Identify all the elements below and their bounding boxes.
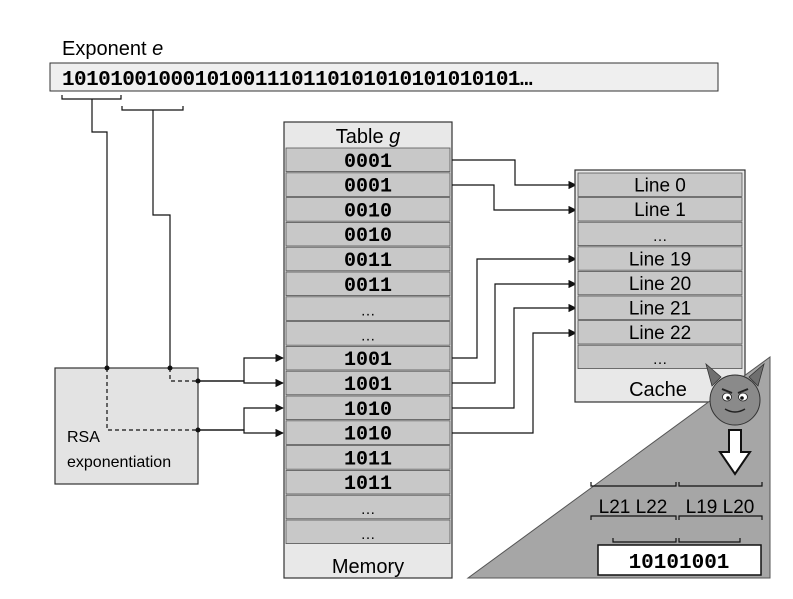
exponent-label-text: Exponent bbox=[62, 38, 152, 60]
table-entry: 0010 bbox=[344, 200, 392, 223]
table-cell bbox=[285, 494, 451, 520]
down-arrow-icon bbox=[718, 429, 752, 476]
table-cell bbox=[285, 197, 451, 222]
recovered-bits: 10101001 bbox=[629, 552, 730, 575]
observed-bracket-bottom-2 bbox=[678, 515, 763, 520]
cache-cell bbox=[577, 295, 743, 320]
cache-label: Cache bbox=[629, 379, 687, 401]
cache-line-label: … bbox=[653, 228, 668, 245]
table-title-var: g bbox=[389, 126, 400, 148]
table-entry: … bbox=[361, 303, 376, 320]
table-cell bbox=[285, 370, 451, 396]
cache-line-label: Line 0 bbox=[634, 176, 686, 197]
table-entry: 1011 bbox=[344, 473, 392, 496]
table-cell bbox=[285, 147, 451, 173]
map-arrow-line22 bbox=[452, 328, 577, 434]
rsa-label-line1: RSA bbox=[67, 429, 100, 446]
recovered-bracket-1 bbox=[612, 538, 677, 543]
observed-lines-1: L21 L22 bbox=[599, 497, 668, 518]
observed-bracket-top-1 bbox=[590, 482, 677, 487]
access-arrow-1001a bbox=[198, 353, 284, 382]
memory-label: Memory bbox=[332, 556, 404, 578]
table-cell bbox=[285, 420, 451, 445]
cache-cell bbox=[577, 197, 743, 222]
table-cell bbox=[285, 172, 451, 197]
map-arrow-line1 bbox=[452, 184, 577, 215]
attacker-triangle bbox=[466, 356, 771, 579]
wire-window-2 bbox=[152, 110, 171, 368]
cache-cell bbox=[577, 246, 743, 271]
map-arrow-line21 bbox=[452, 303, 577, 409]
access-arrow-1010a bbox=[198, 403, 284, 431]
cache-cell bbox=[577, 221, 743, 246]
table-cell bbox=[285, 321, 451, 346]
table-cell bbox=[285, 445, 451, 470]
map-arrow-line20 bbox=[452, 279, 577, 384]
table-cell bbox=[285, 519, 451, 545]
table-entry: … bbox=[361, 327, 376, 344]
recovered-bracket-2 bbox=[678, 538, 741, 543]
table-entry: 0011 bbox=[344, 275, 392, 298]
table-entry: 1010 bbox=[344, 424, 392, 447]
observed-bracket-bottom-1 bbox=[590, 515, 677, 520]
cache-cell bbox=[577, 270, 743, 296]
access-arrow-1010b bbox=[198, 428, 284, 438]
table-cell bbox=[285, 271, 451, 297]
table-title-text: Table bbox=[336, 126, 389, 148]
cache-cell bbox=[577, 320, 743, 345]
rsa-internal-path-1 bbox=[106, 368, 198, 431]
table-entry: … bbox=[361, 501, 376, 518]
cache-line-label: … bbox=[653, 351, 668, 368]
exponent-bits: 10101001000101001110110101010101010101… bbox=[62, 69, 533, 92]
table-entry: 1001 bbox=[344, 374, 392, 397]
table-cell bbox=[285, 395, 451, 421]
cache-line-label: Line 21 bbox=[629, 299, 691, 320]
exponent-label: Exponent e bbox=[62, 38, 163, 60]
table-entry: 0001 bbox=[344, 176, 392, 199]
table-title: Table g bbox=[336, 126, 401, 148]
map-arrow-line19 bbox=[452, 254, 577, 359]
cache-line-label: Line 20 bbox=[629, 274, 691, 295]
table-entry: … bbox=[361, 526, 376, 543]
exponent-box bbox=[49, 62, 719, 92]
window-bracket-2 bbox=[121, 106, 184, 111]
window-bracket-1 bbox=[61, 95, 122, 100]
table-entry: 0011 bbox=[344, 250, 392, 273]
devil-attacker-icon bbox=[705, 362, 765, 426]
table-entry: 1010 bbox=[344, 399, 392, 422]
cache-line-label: Line 19 bbox=[629, 249, 691, 270]
rsa-internal-path-2 bbox=[169, 368, 198, 382]
rsa-label-line2: exponentiation bbox=[67, 454, 171, 471]
cache-rows: Line 0 Line 1 … Line 19 Line 20 Line 21 Line 2… bbox=[577, 172, 743, 370]
cache-line-label: Line 1 bbox=[634, 200, 686, 221]
junction-dot bbox=[167, 365, 173, 371]
exponent-label-var: e bbox=[152, 38, 163, 60]
table-entry: 0001 bbox=[344, 151, 392, 174]
table-cell bbox=[285, 469, 451, 495]
table-cell bbox=[285, 246, 451, 272]
table-entry: 1001 bbox=[344, 349, 392, 372]
table-entry: 1011 bbox=[344, 448, 392, 471]
table-rows: 000100010010001000110011……10011001101010… bbox=[285, 147, 451, 545]
recovered-bits-box bbox=[597, 544, 762, 576]
rsa-box bbox=[54, 367, 199, 485]
table-entry: 0010 bbox=[344, 225, 392, 248]
cache-cell bbox=[577, 172, 743, 197]
junction-dot bbox=[104, 365, 110, 371]
observed-lines-2: L19 L20 bbox=[686, 497, 755, 518]
table-cell bbox=[285, 296, 451, 321]
access-arrow-1001b bbox=[198, 378, 284, 388]
table-cell bbox=[285, 345, 451, 371]
map-arrow-line0 bbox=[452, 159, 577, 190]
cache-line-label: Line 22 bbox=[629, 323, 691, 344]
cache-cell bbox=[577, 344, 743, 370]
table-cell bbox=[285, 221, 451, 247]
observed-bracket-top-2 bbox=[678, 482, 763, 487]
wire-window-1 bbox=[91, 99, 108, 368]
